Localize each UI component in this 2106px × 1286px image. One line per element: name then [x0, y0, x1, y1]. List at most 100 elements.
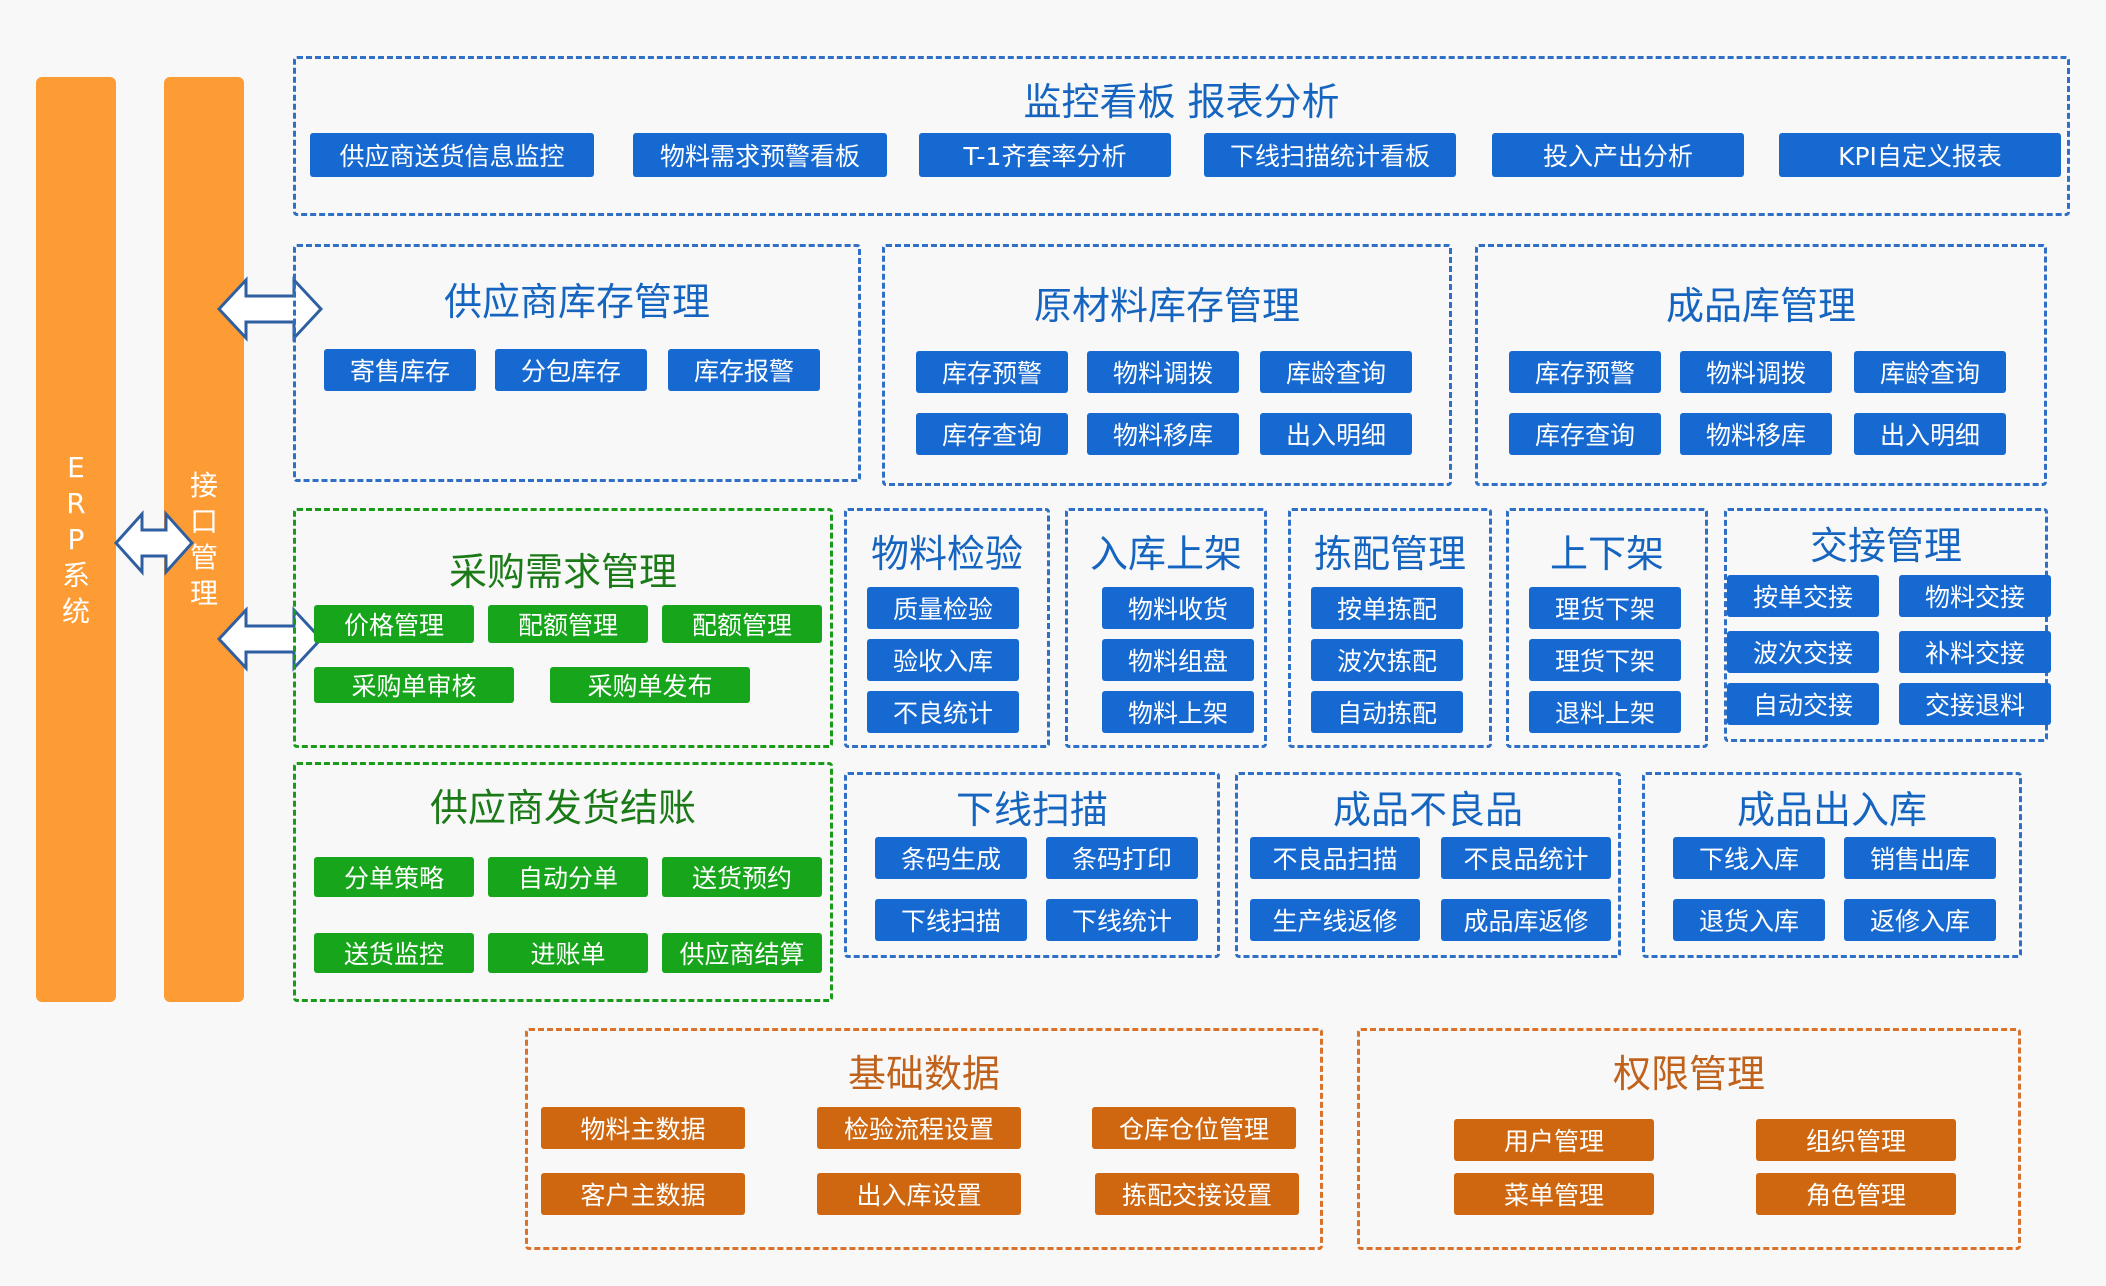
defect-statistics-button[interactable]: 不良品统计	[1441, 837, 1611, 879]
finished-inventory-section: 成品库管理 库存预警 物料调拨 库龄查询 库存查询 物料移库 出入明细	[1475, 244, 2047, 486]
inspection-flow-setting-button[interactable]: 检验流程设置	[817, 1107, 1021, 1149]
interface-management-label: 接口管理	[189, 468, 218, 610]
auto-split-button[interactable]: 自动分单	[488, 857, 648, 897]
wave-handover-button[interactable]: 波次交接	[1727, 631, 1879, 673]
quality-inspection-button[interactable]: 质量检验	[867, 587, 1019, 629]
consignment-stock-button[interactable]: 寄售库存	[324, 349, 476, 391]
acceptance-inbound-button[interactable]: 验收入库	[867, 639, 1019, 681]
section-title: 供应商库存管理	[443, 280, 710, 324]
barcode-generate-button[interactable]: 条码生成	[875, 837, 1027, 879]
warehouse-repair-button[interactable]: 成品库返修	[1441, 899, 1611, 941]
purchase-demand-section: 采购需求管理 价格管理 配额管理 配额管理 采购单审核 采购单发布	[293, 508, 833, 748]
material-relocation-button[interactable]: 物料移库	[1087, 413, 1239, 455]
order-picking-button[interactable]: 按单拣配	[1311, 587, 1463, 629]
offline-scan-section: 下线扫描 条码生成 条码打印 下线扫描 下线统计	[844, 772, 1220, 958]
po-review-button[interactable]: 采购单审核	[314, 667, 514, 703]
supplier-settlement-section: 供应商发货结账 分单策略 自动分单 送货预约 送货监控 进账单 供应商结算	[293, 762, 833, 1002]
io-detail-button[interactable]: 出入明细	[1260, 413, 1412, 455]
section-title: 监控看板 报表分析	[1023, 80, 1340, 124]
shelving-section: 上下架 理货下架 理货下架 退料上架	[1506, 508, 1708, 748]
stock-query-button[interactable]: 库存查询	[1509, 413, 1661, 455]
stock-query-button[interactable]: 库存查询	[916, 413, 1068, 455]
io-setting-button[interactable]: 出入库设置	[817, 1173, 1021, 1215]
supplier-delivery-monitor-button[interactable]: 供应商送货信息监控	[310, 133, 594, 177]
return-inbound-button[interactable]: 退货入库	[1673, 899, 1825, 941]
return-shelving-button[interactable]: 退料上架	[1529, 691, 1681, 733]
section-title: 采购需求管理	[448, 550, 677, 594]
inbound-shelving-section: 入库上架 物料收货 物料组盘 物料上架	[1065, 508, 1267, 748]
order-handover-button[interactable]: 按单交接	[1727, 575, 1879, 617]
material-inspection-section: 物料检验 质量检验 验收入库 不良统计	[844, 508, 1050, 748]
tally-unshelve-button[interactable]: 理货下架	[1529, 639, 1681, 681]
double-arrow-icon	[114, 510, 194, 576]
supplier-settlement-button[interactable]: 供应商结算	[662, 933, 822, 973]
quota-management-button[interactable]: 配额管理	[662, 605, 822, 643]
offline-statistics-button[interactable]: 下线统计	[1046, 899, 1198, 941]
auto-handover-button[interactable]: 自动交接	[1727, 683, 1879, 725]
material-demand-board-button[interactable]: 物料需求预警看板	[633, 133, 887, 177]
line-repair-button[interactable]: 生产线返修	[1250, 899, 1420, 941]
section-title: 原材料库存管理	[1033, 284, 1300, 328]
defect-scan-button[interactable]: 不良品扫描	[1250, 837, 1420, 879]
handover-section: 交接管理 按单交接 物料交接 波次交接 补料交接 自动交接 交接退料	[1724, 508, 2051, 742]
offline-inbound-button[interactable]: 下线入库	[1673, 837, 1825, 879]
section-title: 供应商发货结账	[429, 786, 696, 830]
split-strategy-button[interactable]: 分单策略	[314, 857, 474, 897]
material-handover-button[interactable]: 物料交接	[1899, 575, 2051, 617]
role-management-button[interactable]: 角色管理	[1756, 1173, 1956, 1215]
auto-picking-button[interactable]: 自动拣配	[1311, 691, 1463, 733]
finished-io-section: 成品出入库 下线入库 销售出库 退货入库 返修入库	[1642, 772, 2022, 958]
delivery-appointment-button[interactable]: 送货预约	[662, 857, 822, 897]
section-title: 上下架	[1549, 532, 1664, 576]
repair-inbound-button[interactable]: 返修入库	[1844, 899, 1996, 941]
kpi-report-button[interactable]: KPI自定义报表	[1779, 133, 2061, 177]
base-data-section: 基础数据 物料主数据 检验流程设置 仓库仓位管理 客户主数据 出入库设置 拣配交…	[525, 1028, 1323, 1250]
stock-age-query-button[interactable]: 库龄查询	[1854, 351, 2006, 393]
customer-master-data-button[interactable]: 客户主数据	[541, 1173, 745, 1215]
erp-system-label: ERP系统	[61, 450, 90, 628]
monitor-section: 监控看板 报表分析 供应商送货信息监控 物料需求预警看板 T-1齐套率分析 下线…	[293, 56, 2070, 216]
warehouse-location-button[interactable]: 仓库仓位管理	[1092, 1107, 1296, 1149]
section-title: 权限管理	[1612, 1052, 1765, 1096]
delivery-monitor-button[interactable]: 送货监控	[314, 933, 474, 973]
material-master-data-button[interactable]: 物料主数据	[541, 1107, 745, 1149]
wave-picking-button[interactable]: 波次拣配	[1311, 639, 1463, 681]
offline-scan-button[interactable]: 下线扫描	[875, 899, 1027, 941]
organization-management-button[interactable]: 组织管理	[1756, 1119, 1956, 1161]
subcontract-stock-button[interactable]: 分包库存	[495, 349, 647, 391]
offline-scan-board-button[interactable]: 下线扫描统计看板	[1204, 133, 1456, 177]
defective-section: 成品不良品 不良品扫描 不良品统计 生产线返修 成品库返修	[1235, 772, 1621, 958]
io-detail-button[interactable]: 出入明细	[1854, 413, 2006, 455]
barcode-print-button[interactable]: 条码打印	[1046, 837, 1198, 879]
tally-unshelve-button[interactable]: 理货下架	[1529, 587, 1681, 629]
stock-warning-button[interactable]: 库存预警	[916, 351, 1068, 393]
section-title: 基础数据	[847, 1052, 1000, 1096]
material-transfer-button[interactable]: 物料调拨	[1087, 351, 1239, 393]
price-management-button[interactable]: 价格管理	[314, 605, 474, 643]
stock-alarm-button[interactable]: 库存报警	[668, 349, 820, 391]
t1-kit-rate-button[interactable]: T-1齐套率分析	[919, 133, 1171, 177]
replenish-handover-button[interactable]: 补料交接	[1899, 631, 2051, 673]
quota-management-button[interactable]: 配额管理	[488, 605, 648, 643]
picking-section: 拣配管理 按单拣配 波次拣配 自动拣配	[1288, 508, 1492, 748]
material-transfer-button[interactable]: 物料调拨	[1680, 351, 1832, 393]
input-output-analysis-button[interactable]: 投入产出分析	[1492, 133, 1744, 177]
material-receipt-button[interactable]: 物料收货	[1102, 587, 1254, 629]
permissions-section: 权限管理 用户管理 组织管理 菜单管理 角色管理	[1357, 1028, 2021, 1250]
section-title: 成品出入库	[1736, 788, 1927, 832]
stock-age-query-button[interactable]: 库龄查询	[1260, 351, 1412, 393]
menu-management-button[interactable]: 菜单管理	[1454, 1173, 1654, 1215]
defect-statistics-button[interactable]: 不良统计	[867, 691, 1019, 733]
material-palletize-button[interactable]: 物料组盘	[1102, 639, 1254, 681]
sales-outbound-button[interactable]: 销售出库	[1844, 837, 1996, 879]
user-management-button[interactable]: 用户管理	[1454, 1119, 1654, 1161]
handover-return-button[interactable]: 交接退料	[1899, 683, 2051, 725]
po-publish-button[interactable]: 采购单发布	[550, 667, 750, 703]
picking-handover-setting-button[interactable]: 拣配交接设置	[1095, 1173, 1299, 1215]
material-relocation-button[interactable]: 物料移库	[1680, 413, 1832, 455]
material-shelving-button[interactable]: 物料上架	[1102, 691, 1254, 733]
section-title: 成品库管理	[1665, 284, 1856, 328]
section-title: 成品不良品	[1332, 788, 1523, 832]
stock-warning-button[interactable]: 库存预警	[1509, 351, 1661, 393]
receipt-button[interactable]: 进账单	[488, 933, 648, 973]
